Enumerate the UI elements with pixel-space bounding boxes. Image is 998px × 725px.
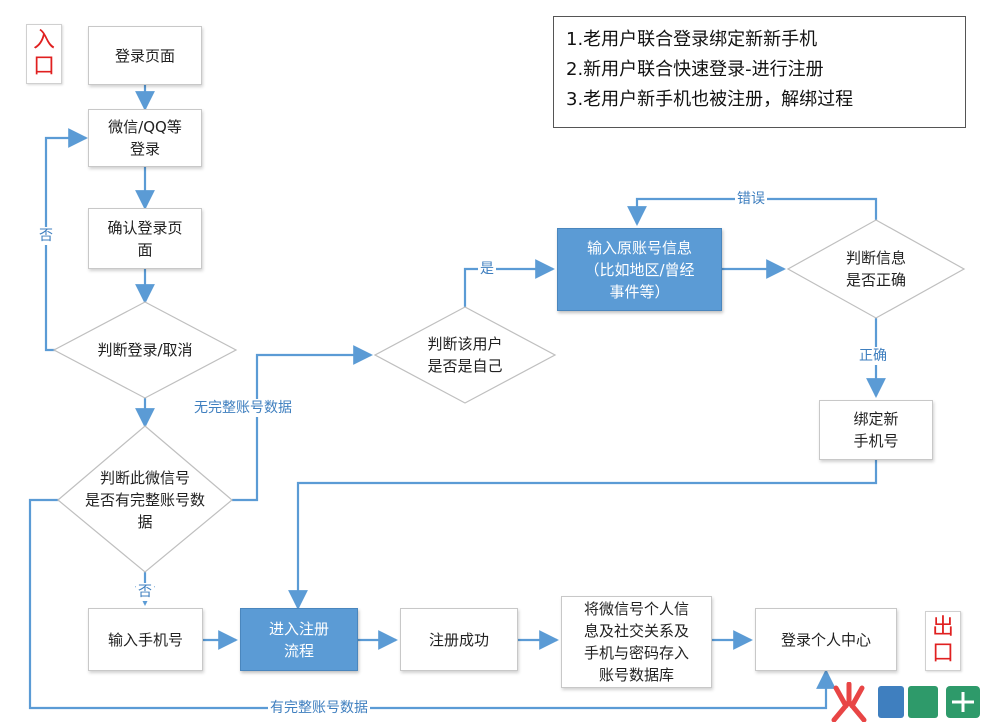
edge-has-complete-data — [28, 498, 836, 710]
exit-tag-char-1: 出 — [931, 615, 954, 640]
entry-tag: 入 口 — [26, 24, 62, 84]
node-input-original-account: 输入原账号信息 （比如地区/曾经 事件等） — [557, 228, 722, 311]
edge-label-no-bottom: 否 — [136, 583, 154, 601]
edge-yes — [463, 259, 555, 307]
node-login-personal-center: 登录个人中心 — [755, 608, 897, 671]
node-enter-register-flow: 进入注册 流程 — [240, 608, 358, 671]
edge-no-complete-data — [232, 345, 373, 502]
edge-label-has-complete-data: 有完整账号数据 — [268, 699, 370, 717]
note-1: 1.老用户联合登录绑定新新手机 — [566, 29, 818, 50]
node-save-wechat-info: 将微信号个人信 息及社交关系及 手机与密码存入 账号数据库 — [561, 596, 712, 688]
note-3: 3.老用户新手机也被注册，解绑过程 — [566, 89, 854, 110]
decision-wechat-data-label: 判断此微信号 是否有完整账号数 据 — [84, 469, 205, 531]
edge-label-error: 错误 — [735, 190, 767, 208]
decision-info-correct-label: 判断信息 是否正确 — [845, 249, 906, 289]
exit-tag-char-2: 口 — [931, 641, 954, 666]
edge-label-no-complete-data: 无完整账号数据 — [192, 399, 294, 417]
node-login-page: 登录页面 — [88, 26, 202, 85]
decision-login-cancel-label: 判断登录/取消 — [97, 341, 193, 359]
notes-box: 1.老用户联合登录绑定新新手机 2.新用户联合快速登录-进行注册 3.老用户新手… — [553, 16, 966, 128]
decision-info-correct-shape — [786, 219, 966, 319]
watermark-logo — [826, 682, 996, 722]
decision-login-cancel-shape — [52, 301, 238, 399]
exit-tag: 出 口 — [925, 611, 961, 671]
decision-user-self-label: 判断该用户 是否是自己 — [427, 335, 503, 375]
node-wechat-qq-login: 微信/QQ等 登录 — [88, 109, 202, 167]
decision-wechat-data-shape — [57, 425, 233, 573]
fish-logo-icon — [831, 682, 980, 722]
edge-label-no-left: 否 — [37, 227, 55, 245]
decision-user-self-shape — [373, 306, 557, 404]
edge-label-correct: 正确 — [857, 347, 889, 365]
edge-label-yes: 是 — [478, 260, 496, 278]
note-2: 2.新用户联合快速登录-进行注册 — [566, 59, 824, 80]
entry-tag-char-2: 口 — [32, 54, 55, 79]
node-bind-new-phone: 绑定新 手机号 — [819, 400, 933, 460]
edge-bind-to-register — [288, 460, 878, 610]
node-register-success: 注册成功 — [400, 608, 518, 671]
node-input-phone: 输入手机号 — [88, 608, 203, 671]
entry-tag-char-1: 入 — [32, 28, 55, 53]
node-confirm-login-page: 确认登录页 面 — [88, 208, 202, 269]
